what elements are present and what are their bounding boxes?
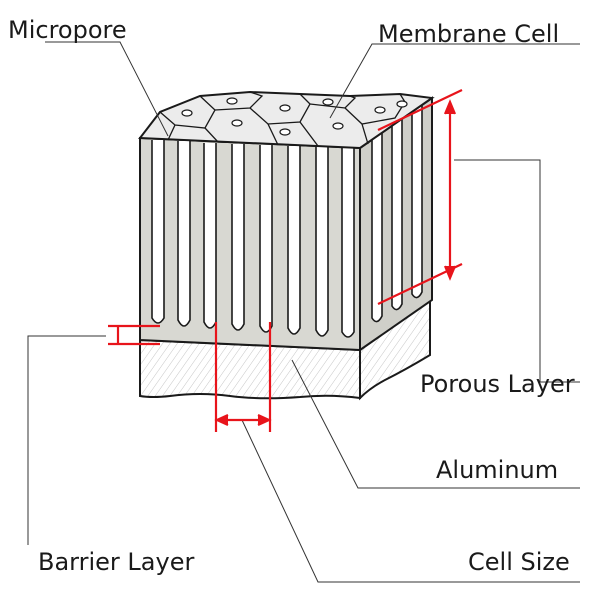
side-pores	[371, 105, 423, 323]
cell-size-label: Cell Size	[468, 548, 570, 576]
membrane-cell-label: Membrane Cell	[378, 20, 560, 48]
aluminum-base-side	[359, 298, 431, 401]
pore-channel	[203, 143, 217, 329]
pore-channel	[371, 133, 383, 323]
leader-lines	[27, 41, 580, 583]
barrier-leader	[27, 335, 106, 545]
cell-pores	[181, 97, 408, 136]
aluminum-leader	[291, 359, 580, 489]
pore-channel	[177, 141, 191, 327]
porous-top-line	[377, 89, 463, 131]
dimension-markers	[108, 89, 463, 432]
pore-channel	[341, 148, 355, 338]
cellsize-leader	[241, 419, 580, 583]
front-pores	[151, 140, 355, 338]
cell-arrow-head-right	[257, 413, 272, 427]
pore-channel	[151, 140, 165, 324]
membrane-leader	[329, 43, 580, 119]
pore-channel	[391, 119, 403, 311]
aluminum-label: Aluminum	[436, 456, 559, 484]
pore-channel	[287, 146, 301, 335]
membrane-cells	[159, 91, 406, 147]
pore-channel	[411, 105, 423, 299]
micropore-leader	[45, 41, 169, 137]
micropore-label: Micropore	[8, 16, 127, 44]
membrane-cell-top	[138, 90, 435, 150]
pore-channel	[315, 147, 329, 337]
porous-layer-label: Porous Layer	[420, 370, 575, 398]
barrier-layer-label: Barrier Layer	[38, 548, 195, 576]
pore-channel	[231, 144, 245, 331]
porous-arrow-head-bottom	[443, 265, 457, 281]
aluminum-base-front	[139, 338, 361, 400]
porous-arrow-head-top	[443, 99, 457, 115]
pore-channel	[259, 145, 273, 333]
porous-leader	[454, 159, 580, 383]
cell-arrow-head-left	[214, 413, 229, 427]
